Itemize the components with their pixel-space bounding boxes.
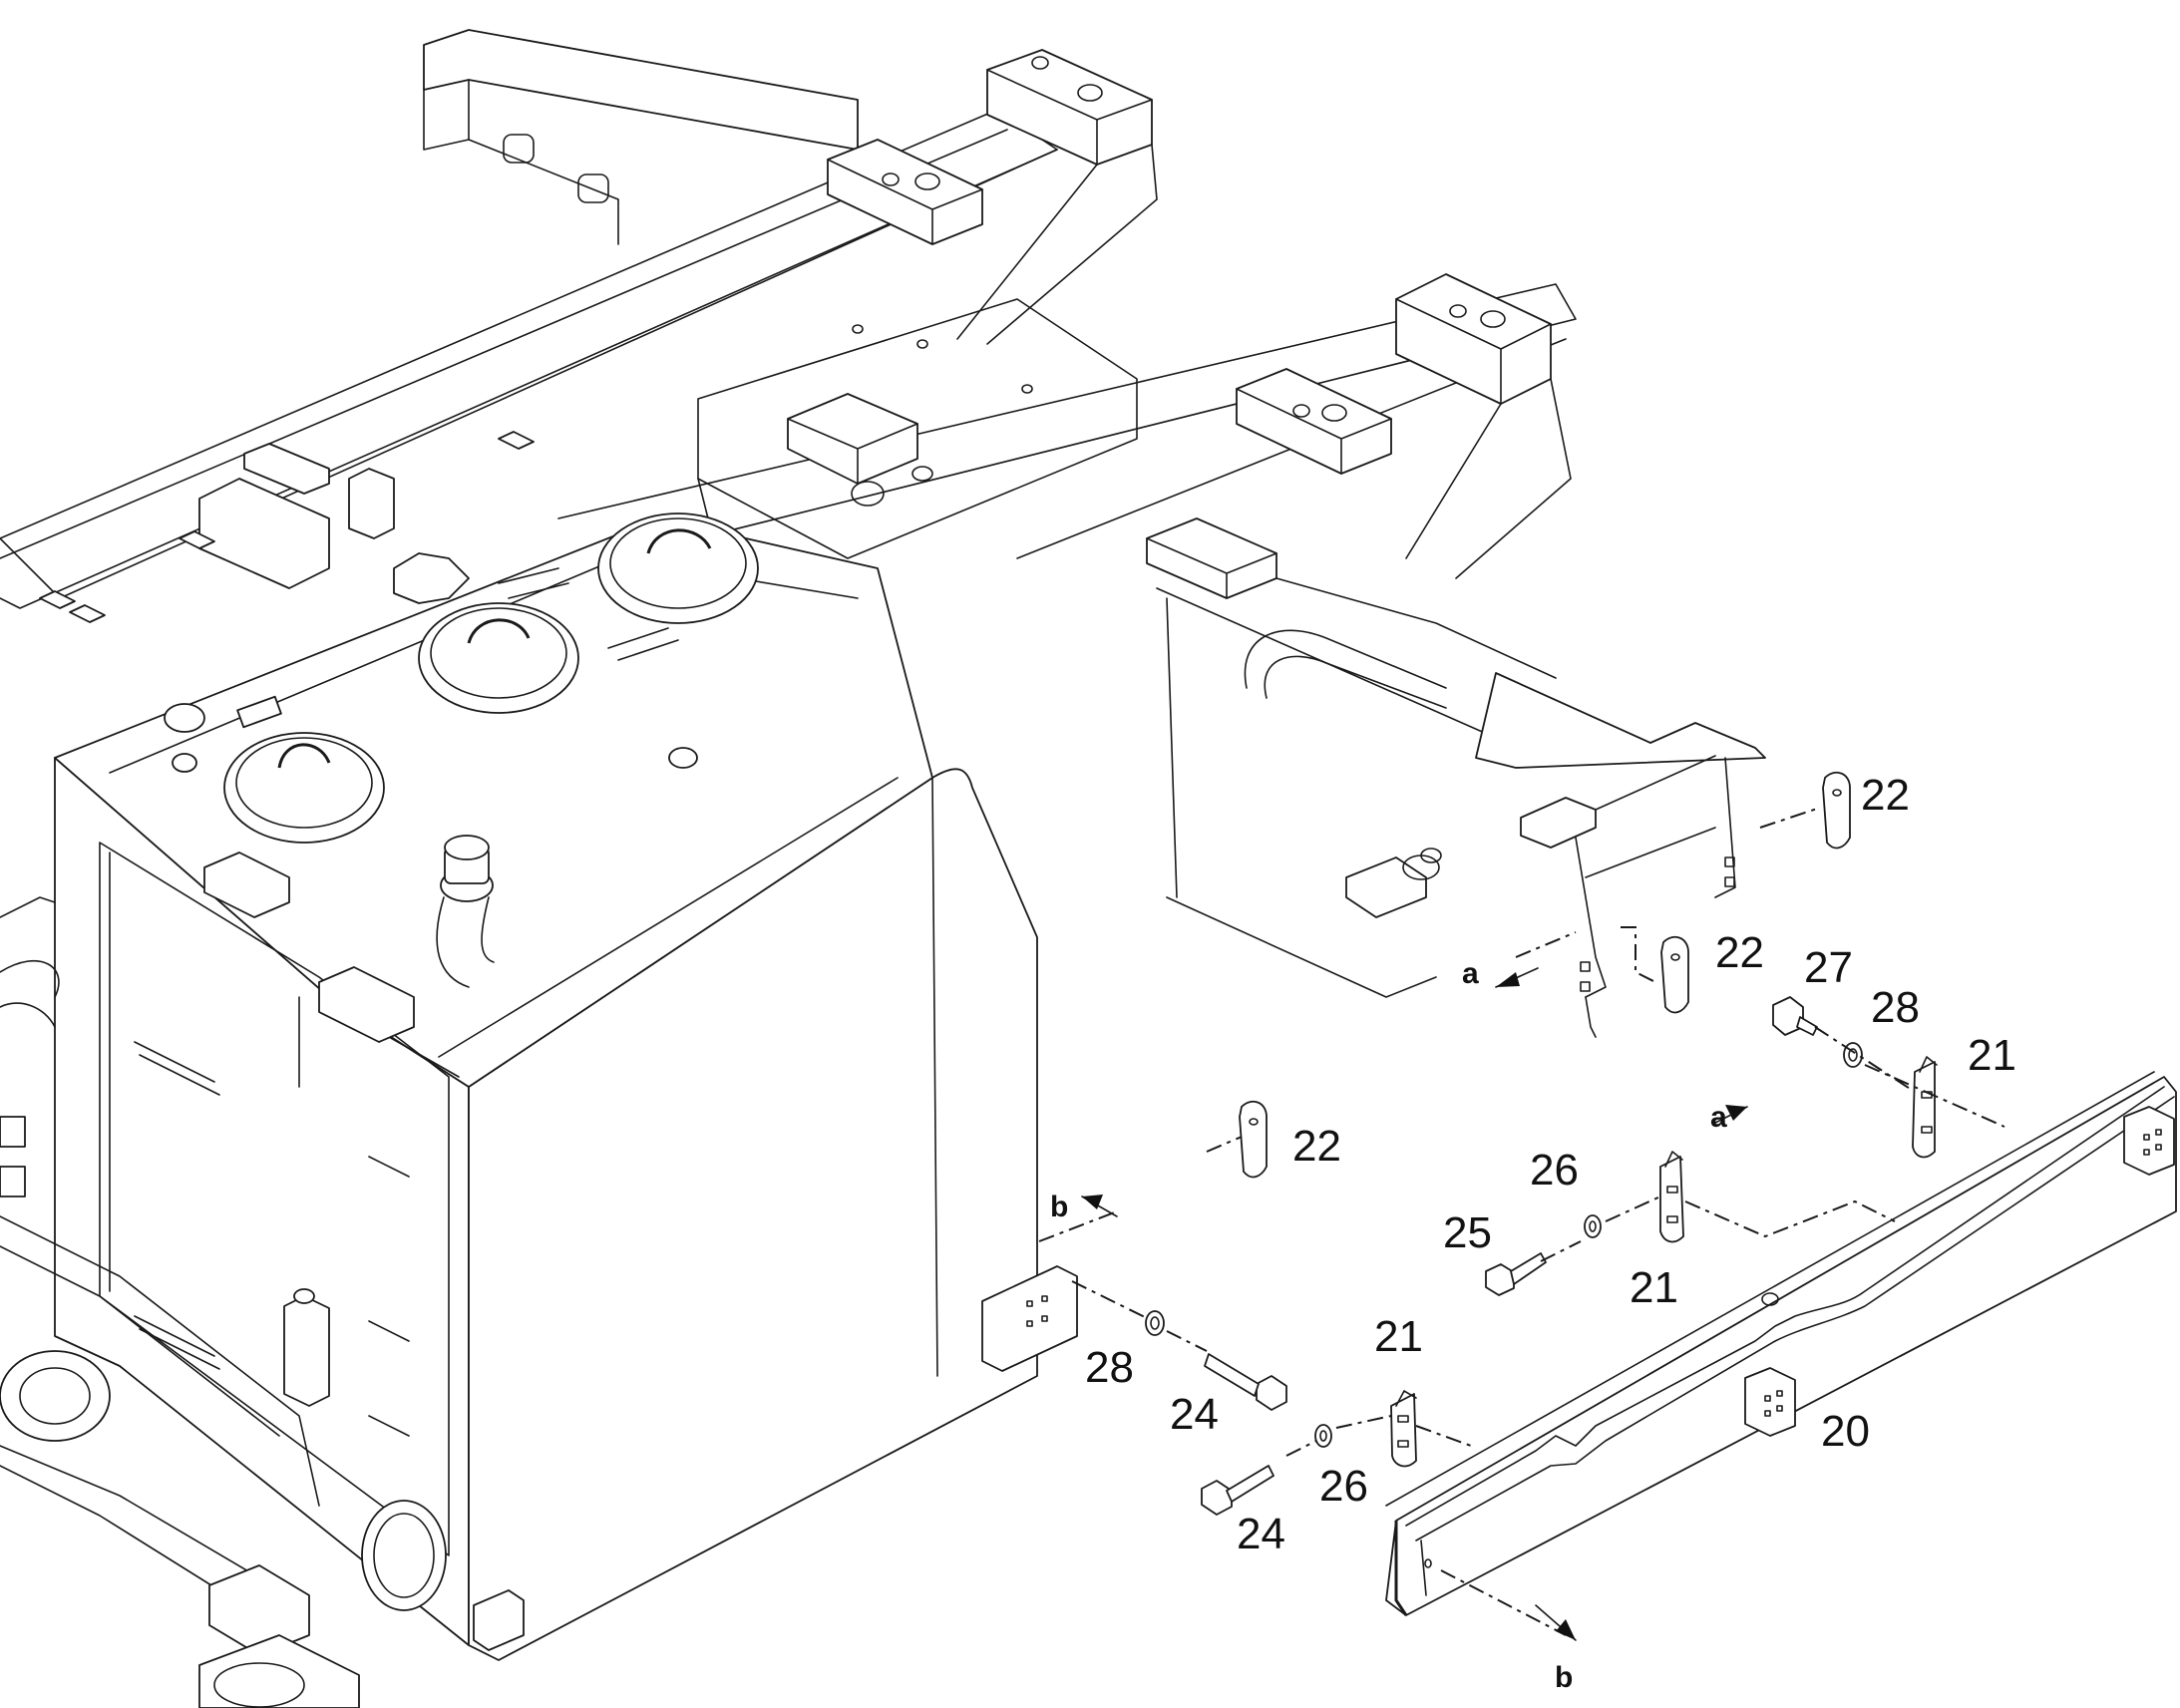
callout-22: 22	[1861, 771, 1910, 820]
callout-21: 21	[1630, 1263, 1678, 1312]
callout-25: 25	[1443, 1208, 1492, 1257]
chassis-frame	[0, 29, 1158, 623]
arrow-a1-head	[1496, 972, 1520, 987]
washer-26-upper	[1584, 1214, 1602, 1238]
bolt-25	[1485, 1252, 1547, 1296]
callout-22: 22	[1292, 1122, 1341, 1171]
bolt-27	[1772, 996, 1818, 1036]
callout-20: 20	[1821, 1407, 1870, 1456]
view-arrows	[1081, 967, 1748, 1641]
callout-22: 22	[1715, 928, 1764, 977]
arrow-b1-head	[1082, 1195, 1103, 1209]
callout-28: 28	[1085, 1343, 1134, 1392]
bolt-24-lower	[1201, 1465, 1274, 1516]
view-marker-a: a	[1710, 1101, 1727, 1134]
lower-left-frame	[0, 896, 360, 1708]
bracket-21-right	[1912, 1056, 1938, 1159]
rear-frame	[557, 273, 1577, 599]
filler-cap-3	[597, 512, 759, 624]
callout-24: 24	[1170, 1390, 1219, 1439]
bolt-24-upper	[1204, 1353, 1287, 1411]
bracket-21-middle	[1659, 1151, 1684, 1243]
callout-26: 26	[1319, 1462, 1368, 1511]
bracket-22-middle	[1660, 935, 1689, 1014]
filler-cap-2	[418, 602, 579, 714]
right-mounting-bracket	[1146, 517, 1766, 1038]
callout-28: 28	[1871, 983, 1920, 1032]
filler-cap-1	[223, 732, 385, 844]
callout-26: 26	[1530, 1146, 1579, 1195]
bracket-22-lower	[1239, 1100, 1268, 1179]
assembly-lines	[1038, 807, 2005, 1636]
callout-27: 27	[1804, 943, 1853, 992]
view-marker-b: b	[1555, 1661, 1573, 1694]
washer-28-lower	[1145, 1310, 1165, 1336]
callout-24: 24	[1237, 1510, 1285, 1558]
callout-labels: 22 22 22 27 28 21 26 25 21 21 28 24 20 2…	[1050, 771, 2016, 1694]
arrow-a2-head	[1725, 1105, 1747, 1121]
washer-26-lower	[1314, 1424, 1332, 1448]
drain-cover	[361, 1500, 447, 1611]
cross-member-20	[1385, 1071, 2177, 1616]
callout-21: 21	[1968, 1031, 2016, 1080]
view-marker-b: b	[1050, 1191, 1068, 1223]
arrow-b2-head	[1556, 1619, 1576, 1640]
view-marker-a: a	[1462, 957, 1479, 990]
callout-21: 21	[1374, 1312, 1423, 1361]
breather	[440, 835, 494, 902]
bracket-22-upper	[1822, 771, 1851, 850]
hydraulic-tank	[54, 512, 1078, 1661]
bracket-21-lower	[1390, 1390, 1417, 1468]
